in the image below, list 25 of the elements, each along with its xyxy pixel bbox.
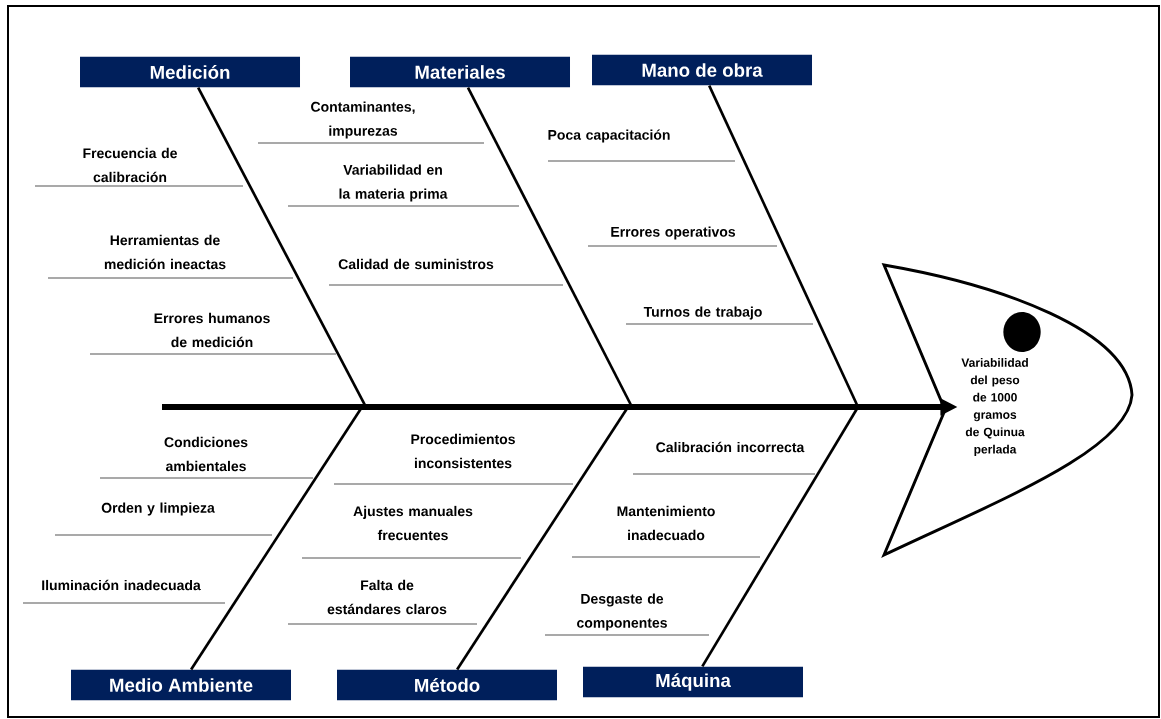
cause-label: Ajustes manuales frecuentes [353,505,473,541]
cause-label: Errores humanos de medición [154,312,270,348]
category-box: Medición [80,56,300,88]
cause-label: Errores operativos [611,226,736,240]
cause-label: Procedimientos inconsistentes [411,433,515,469]
cause-label: Desgaste de componentes [577,593,667,631]
category-box: Mano de obra [592,54,812,86]
cause-label: Orden y limpieza [101,502,215,516]
category-box: Materiales [350,56,570,88]
cause-label: Calibración incorrecta [656,441,805,453]
cause-label: Contaminantes, impurezas [311,101,415,139]
cause-label: Herramientas de medición ineactas [104,234,226,270]
category-box: Medio Ambiente [71,669,291,701]
cause-label: Turnos de trabajo [643,306,762,320]
cause-label: Calidad de suministros [338,258,494,270]
category-box: Máquina [583,666,803,698]
category-box: Método [337,669,557,701]
cause-label: Falta de estándares claros [327,579,447,615]
fish-head: Variabilidad del peso de 1000 gramos de Quinua perlada [882,263,1134,557]
cause-label: Frecuencia de calibración [83,147,177,183]
cause-label: Condiciones ambientales [164,436,248,472]
cause-label: Poca capacitación [548,129,670,143]
cause-label: Variabilidad en la materia prima [339,164,448,202]
cause-label: Mantenimiento inadecuado [617,505,715,541]
cause-label: Iluminación inadecuada [42,579,201,591]
